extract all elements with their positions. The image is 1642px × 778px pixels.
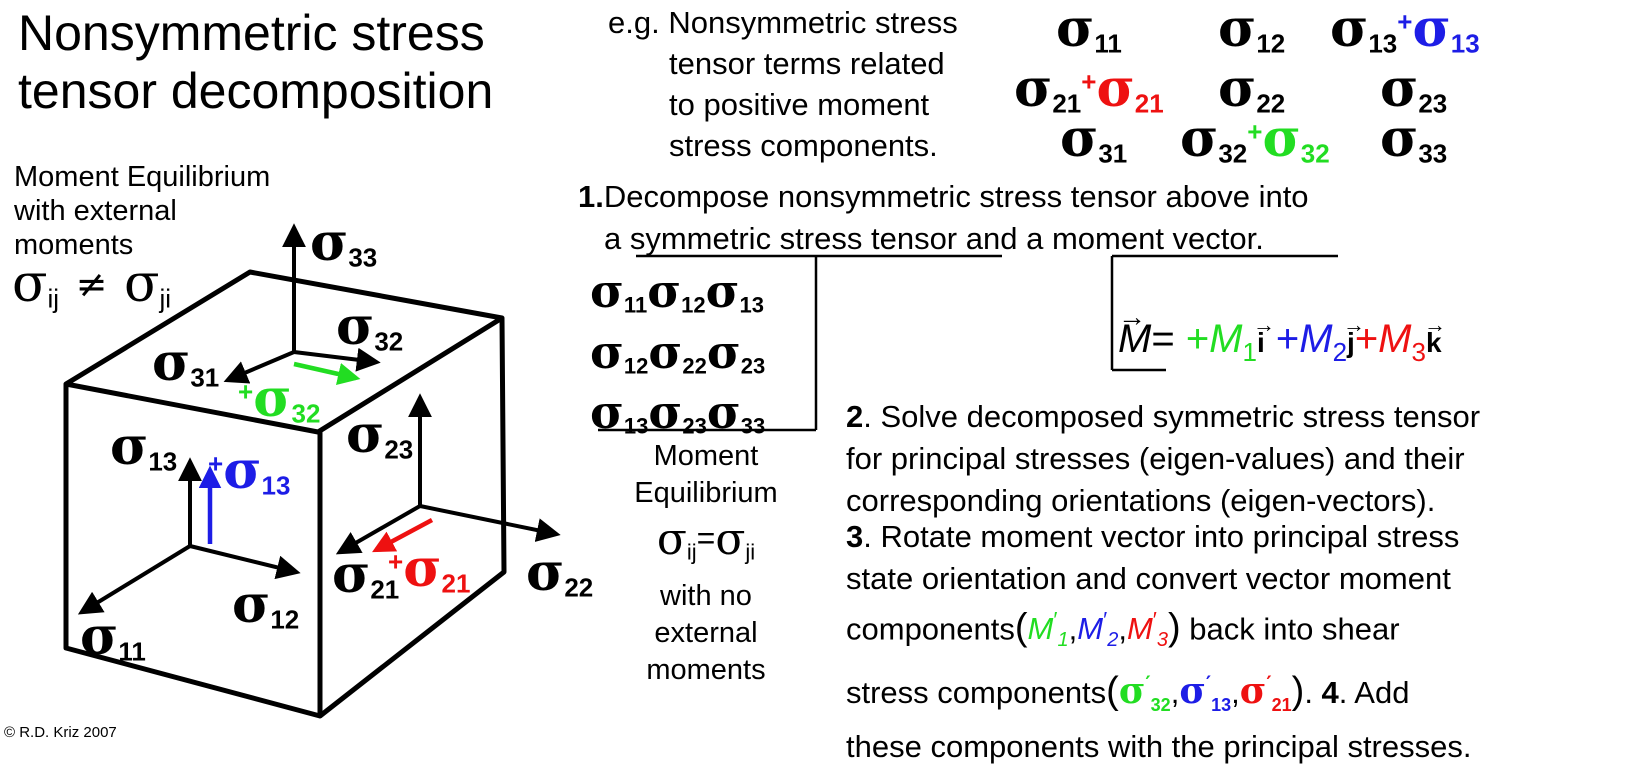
label-sigma-13: σ13 (110, 416, 178, 477)
moment-equilibrium-external: Moment Equilibrium with external moments (14, 160, 270, 262)
nonsym-s31: σ31 (1060, 108, 1128, 169)
label-plus-sigma-32: +σ32 (238, 368, 321, 429)
step-3-line-2: state orientation and convert vector mom… (846, 561, 1451, 596)
label-plus-sigma-13: +σ13 (208, 440, 291, 501)
symmetric-tensor-label: symmetric stress tensor (629, 221, 958, 256)
mee-line-3: moments (14, 229, 134, 261)
label-sigma-11: σ11 (80, 606, 146, 667)
sym-row-1: σ11σ12σ13 (590, 264, 764, 318)
moment-vector-equation: →M= +M1→i +M2→j+M3→k (1118, 301, 1446, 368)
step-3-line-5: these components with the principal stre… (846, 728, 1472, 764)
sym-caption-line-2: Equilibrium (634, 477, 778, 509)
example-line-2: tensor terms related (669, 46, 945, 81)
step-1: 1.Decompose nonsymmetric stress tensor a… (578, 179, 1309, 256)
m2-prime: M′2 (1077, 608, 1119, 652)
step-2: 2. Solve decomposed symmetric stress ten… (846, 396, 1480, 522)
step-2-line-3: corresponding orientations (eigen-vector… (846, 483, 1436, 518)
sym-caption-line-3: with no (660, 580, 752, 613)
label-sigma-23: σ23 (346, 404, 414, 465)
moment-vector-label: moment vector (1051, 221, 1256, 256)
nonsym-s12: σ12 (1218, 0, 1286, 59)
step-4-number: 4 (1321, 674, 1339, 710)
arrow-sigma-22 (419, 504, 561, 542)
nonsym-s13: σ13+σ13 (1330, 0, 1480, 59)
m1-prime: M′1 (1027, 608, 1069, 652)
label-sigma-12: σ12 (232, 574, 300, 635)
arrow-sigma-11 (77, 544, 192, 615)
example-line-3: to positive moment (669, 87, 930, 122)
sym-row-2: σ12σ22σ23 (590, 324, 766, 379)
arrow-moment-sigma-32 (293, 361, 361, 386)
sigma-ij-equals-ji: σij=σji (656, 513, 756, 565)
symmetric-caption: Moment Equilibrium σij=σji with no exter… (618, 438, 794, 689)
example-line-1: Nonsymmetric stress (668, 5, 958, 40)
sigma-ij-not-equal-ji: σij ≠ σji (12, 254, 172, 314)
sigma-32-prime: σ′32 (1118, 669, 1171, 715)
example-line-4: stress components. (669, 128, 938, 163)
symmetric-matrix: σ11σ12σ13 σ12σ22σ23 σ13σ23σ33 (590, 268, 765, 450)
label-sigma-32: σ32 (336, 296, 404, 357)
mee-line-1: Moment Equilibrium (14, 161, 271, 193)
nonsym-s33: σ33 (1380, 108, 1448, 169)
sigma-13-prime: σ′13 (1179, 669, 1232, 715)
nonsym-s11: σ11 (1056, 0, 1122, 59)
arrow-sigma-21 (335, 504, 421, 555)
title-line-1: Nonsymmetric stress (18, 5, 485, 61)
cube-outline (63, 269, 507, 719)
label-sigma-33: σ33 (310, 212, 378, 273)
title-line-2: tensor decomposition (18, 63, 494, 119)
arrow-sigma-31 (223, 350, 295, 384)
label-sigma-22: σ22 (526, 542, 594, 603)
copyright: © R.D. Kriz 2007 (4, 724, 117, 741)
step-3-number: 3 (846, 519, 864, 554)
arrow-sigma-12 (189, 544, 301, 580)
label-plus-sigma-21: +σ21 (388, 538, 471, 599)
sigma-21-prime: σ′21 (1239, 669, 1292, 715)
nonsym-s22: σ22 (1218, 58, 1286, 119)
arrow-moment-sigma-21 (372, 518, 434, 553)
mee-line-2: with external (14, 195, 177, 227)
step-2-line-2: for principal stresses (eigen-values) an… (846, 441, 1465, 476)
step-2-line-1: . Solve decomposed symmetric stress tens… (863, 399, 1481, 434)
label-sigma-31: σ31 (152, 332, 220, 393)
sym-row-3: σ13σ23σ33 (590, 385, 766, 439)
nonsym-s21: σ21+σ21 (1014, 58, 1164, 119)
arrow-sigma-32 (293, 347, 381, 372)
example-prefix: e.g. (608, 5, 660, 40)
step-1-line-1: Decompose nonsymmetric stress tensor abo… (603, 179, 1309, 214)
nonsym-s32: σ32+σ32 (1180, 108, 1330, 169)
sym-caption-line-5: moments (646, 654, 766, 687)
step-3-line-1: . Rotate moment vector into principal st… (863, 519, 1460, 554)
step-1-number: 1. (578, 179, 604, 214)
nonsym-s23: σ23 (1380, 58, 1448, 119)
step-2-number: 2 (846, 399, 864, 434)
example-text: e.g. Nonsymmetric stress tensor terms re… (608, 2, 958, 166)
page-title: Nonsymmetric stress tensor decomposition (18, 4, 493, 120)
step-3: 3. Rotate moment vector into principal s… (846, 516, 1471, 768)
sym-caption-line-4: external (654, 617, 758, 650)
sym-caption-line-1: Moment (653, 440, 759, 472)
m3-prime: M′3 (1126, 608, 1169, 652)
label-sigma-21: σ21 (332, 544, 400, 605)
